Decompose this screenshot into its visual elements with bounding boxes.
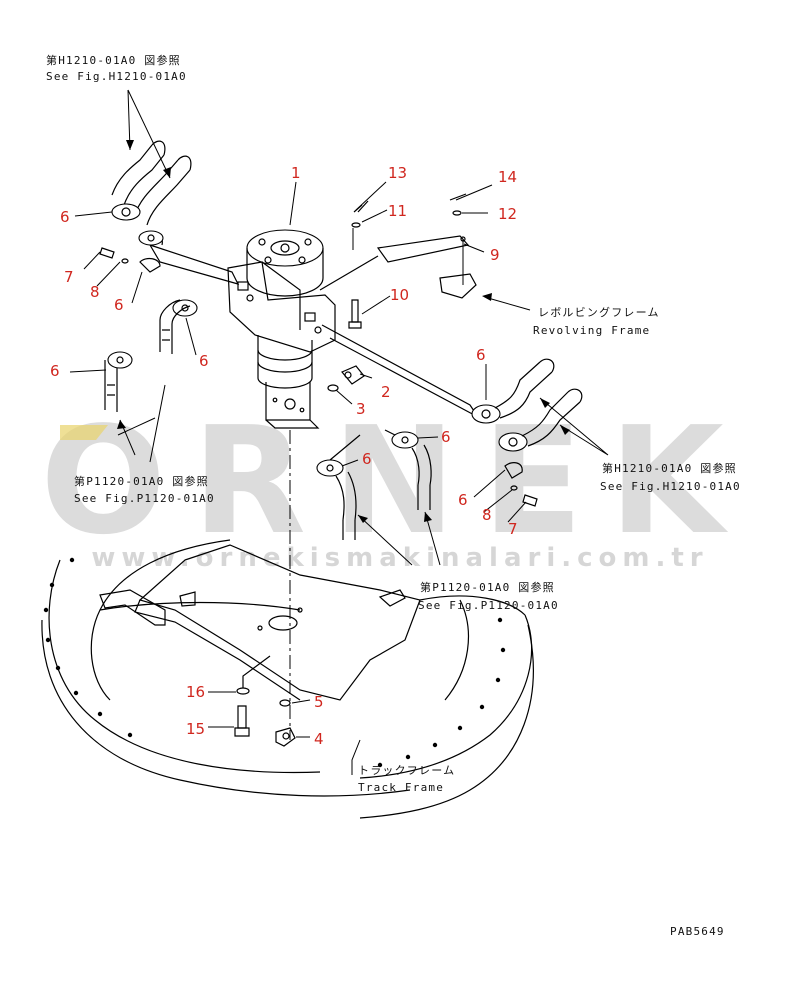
- callout-7a: 7: [64, 268, 74, 286]
- bolt-10: [348, 299, 362, 329]
- center-swivel-joint: [227, 229, 336, 429]
- callout-leaders: [69, 181, 527, 738]
- ref-p1120-left-en: See Fig.P1120-01A0: [74, 492, 215, 505]
- reference-arrows: [117, 89, 609, 775]
- revolving-frame-bracket: [439, 240, 477, 299]
- callout-4: 4: [314, 730, 324, 748]
- label-track-frame-en: Track Frame: [358, 781, 444, 794]
- ref-h1210-right-en: See Fig.H1210-01A0: [600, 480, 741, 493]
- ref-h1210-top-jp: 第H1210-01A0 図参照: [46, 53, 181, 67]
- callout-11: 11: [388, 202, 407, 220]
- callout-8a: 8: [90, 283, 100, 301]
- elbow-fitting-2: [341, 365, 365, 385]
- ref-p1120-bottom-en: See Fig.P1120-01A0: [418, 599, 559, 612]
- hoses-right: [471, 358, 583, 507]
- ref-p1120-left-jp: 第P1120-01A0 図参照: [74, 474, 209, 488]
- callout-3: 3: [356, 400, 366, 418]
- hoses-center-bottom: [316, 429, 432, 540]
- washer-11: [351, 200, 369, 250]
- callout-14: 14: [498, 168, 517, 186]
- hoses-left-middle: [104, 299, 198, 412]
- callout-1: 1: [291, 164, 301, 182]
- callout-7b: 7: [508, 520, 518, 538]
- callout-6g: 6: [476, 346, 486, 364]
- bracket-9: [319, 235, 470, 291]
- callout-6b: 6: [114, 296, 124, 314]
- callout-12: 12: [498, 205, 517, 223]
- elbow-fitting-4: [275, 727, 296, 747]
- callout-6c: 6: [199, 352, 209, 370]
- callout-6a: 6: [60, 208, 70, 226]
- ref-h1210-right-jp: 第H1210-01A0 図参照: [602, 461, 737, 475]
- ref-h1210-top-en: See Fig.H1210-01A0: [46, 70, 187, 83]
- watermark: ORNEK www.ornekismakinalari.com.tr: [40, 395, 749, 573]
- ref-p1120-bottom-jp: 第P1120-01A0 図参照: [420, 580, 555, 594]
- track-frame-bolt-holes: [43, 557, 506, 768]
- callout-15: 15: [186, 720, 205, 738]
- washer-16: [236, 655, 271, 695]
- watermark-url: www.ornekismakinalari.com.tr: [91, 543, 708, 573]
- o-ring-3: [327, 384, 339, 392]
- callout-6f: 6: [441, 428, 451, 446]
- watermark-brand: ORNEK: [40, 395, 749, 567]
- hoses-left-top: [99, 140, 192, 273]
- label-revolving-frame-en: Revolving Frame: [533, 324, 650, 337]
- callout-16: 16: [186, 683, 205, 701]
- label-revolving-frame-jp: レボルビングフレーム: [538, 305, 660, 319]
- callouts: 1 2 3 4 5 6 6 6 6 6 6 6 6 7 7 8 8 9 10 1…: [50, 164, 518, 748]
- callout-6h: 6: [458, 491, 468, 509]
- reference-labels: 第H1210-01A0 図参照 See Fig.H1210-01A0 第P112…: [46, 53, 741, 794]
- callout-10: 10: [390, 286, 409, 304]
- callout-5: 5: [314, 693, 324, 711]
- bolt-15: [234, 705, 250, 737]
- callout-2: 2: [381, 383, 391, 401]
- o-ring-5: [279, 699, 291, 707]
- callout-6e: 6: [362, 450, 372, 468]
- figure-id: PAB5649: [670, 925, 725, 938]
- watermark-logo-mark: [60, 425, 108, 440]
- label-track-frame-jp: トラックフレーム: [358, 764, 455, 777]
- callout-6d: 6: [50, 362, 60, 380]
- washer-12: [449, 193, 467, 216]
- callout-9: 9: [490, 246, 500, 264]
- callout-13: 13: [388, 164, 407, 182]
- callout-8b: 8: [482, 506, 492, 524]
- track-frame: [41, 539, 534, 819]
